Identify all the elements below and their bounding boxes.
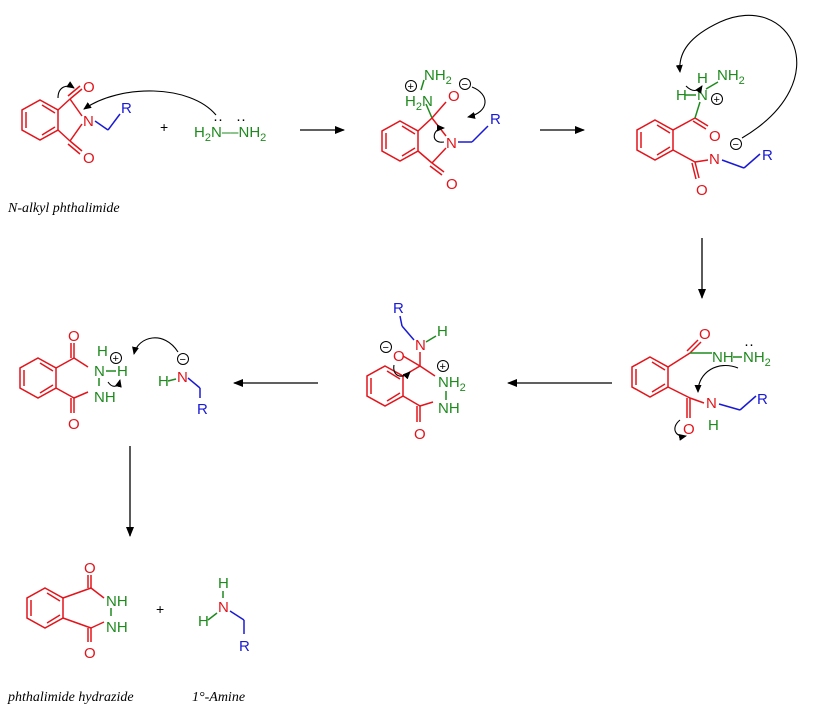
hydrazide-nh2: NH2 [743,349,771,369]
alkyl-group-r: R [490,111,501,128]
alkyl-group-r: R [197,401,208,418]
hydrazinium-h2n: H2N [405,93,433,113]
curly-arrow-carbonyl [57,81,75,99]
amide-nitrogen-anion: N [709,151,720,168]
carbonyl-oxygen-top: O [84,560,96,577]
alkyl-group-r: R [762,147,773,164]
ring-opened-amide-anion-structure: O N H H NH2 + O N − R [636,14,798,199]
carbonyl-oxygen-bottom: O [696,182,708,199]
acyl-hydrazinium-nh2: NH2 [717,67,745,87]
lone-pair-1: ·· [213,111,223,128]
lone-pair-3: ·· [744,336,754,353]
carbonyl-oxygen: O [414,426,426,443]
plus-sign-2: + [156,601,164,617]
alkyl-group-r: R [239,638,250,655]
negative-charge-3: − [383,342,389,354]
amide-nitrogen: N [446,135,457,152]
caption-phthalimide-hydrazide: phthalimide hydrazide [7,690,134,705]
positive-charge-circle [110,352,122,364]
ring-nh: NH [94,389,116,406]
amine-nitrogen: N [415,337,426,354]
amine-h: H [437,323,448,340]
alkoxide-oxygen: O [393,348,405,365]
curly-arrow-proton [685,85,703,94]
carbonyl-oxygen: O [446,176,458,193]
acyl-hydrazinium-n: N [697,87,708,104]
hydrazide-nh: NH [712,349,734,366]
amide-nitrogen: N [706,395,717,412]
negative-charge-1: − [462,79,468,91]
hydrazine-formula: H2N––NH2 [194,124,266,144]
negative-charge-circle [380,341,392,353]
hydrazine-reagent: H2N––NH2 ·· ·· [194,111,266,144]
imide-nitrogen: N [83,113,94,130]
ring-nh: NH [438,400,460,417]
carbonyl-oxygen-top: O [699,326,711,343]
amine-n: N [218,599,229,616]
alkyl-group-r: R [121,100,132,117]
carbonyl-oxygen-top: O [68,328,80,345]
acyl-hydrazide-amide-structure: O NH NH2 ·· O N H R [631,326,771,441]
carbonyl-oxygen-bottom: O [683,421,695,438]
hydrazinium-nh2: NH2 [424,67,452,87]
ring-h-top: H [97,343,108,360]
carbonyl-oxygen-bottom: O [68,416,80,433]
anion-h: H [158,373,169,390]
positive-charge-circle [437,360,449,372]
ring-nh-bottom: NH [106,619,128,636]
caption-primary-amine: 1°-Amine [192,690,245,705]
ring-h-right: H [117,363,128,380]
carbonyl-oxygen-top: O [83,79,95,96]
tetrahedral-intermediate-structure: O N O − H2N NH2 + R [381,67,501,193]
curly-arrow-nucleophilic-attack [83,90,217,116]
positive-charge-1: + [408,81,414,93]
positive-charge-4: + [113,353,119,365]
protonated-hydrazide-structure: O O N H H + NH [19,328,128,433]
cyclic-tetrahedral-intermediate-structure: O NH2 + NH O − N H R [366,300,466,443]
carbonyl-oxygen-bottom: O [84,645,96,662]
caption-n-alkyl-phthalimide: N-alkyl phthalimide [7,201,120,216]
negative-charge-circle [177,353,189,365]
negative-charge-2: − [733,139,739,151]
acyl-hydrazinium-h-top: H [697,70,708,87]
carbonyl-oxygen-bottom: O [83,150,95,167]
primary-amine-structure: H N H R [198,575,250,655]
positive-charge-2: + [714,94,720,106]
plus-sign-1: + [160,119,168,135]
curly-arrow-cyclization [694,364,739,393]
carbonyl-oxygen-top: O [709,128,721,145]
curly-arrow-proton-left [107,379,122,388]
lone-pair-2: ·· [236,111,246,128]
curly-arrow-expel-amine [393,364,411,380]
amine-h-left: H [198,613,209,630]
alkyl-group-r: R [393,300,404,317]
anion-n: N [177,369,188,386]
acyl-hydrazinium-h-left: H [676,87,687,104]
negative-charge-4: − [180,354,186,366]
ring-nh-top: NH [106,593,128,610]
curly-arrow-carbonyl-bottom [674,419,687,441]
positive-charge-circle [405,80,417,92]
curly-arrow-deprotonation [132,337,179,355]
positive-charge-3: + [440,361,446,373]
curly-arrow-ring-open [433,124,445,143]
curly-arrow-proton-transfer-loop [675,14,798,139]
positive-charge-circle [711,93,723,105]
amine-h-top: H [218,575,229,592]
amide-anion-structure: H N − R [132,337,208,418]
phthalimide-hydrazide-structure: O O NH NH [26,560,128,662]
ring-nh2-plus: NH2 [438,374,466,394]
ring-n-plus: N [94,363,105,380]
negative-charge-circle [459,78,471,90]
negative-charge-circle [730,138,742,150]
curly-arrow-collapse [467,86,486,119]
alkyl-group-r: R [757,391,768,408]
alkoxide-oxygen: O [448,88,460,105]
n-alkyl-phthalimide-structure: O O N R [21,79,132,167]
amide-h: H [708,417,719,434]
